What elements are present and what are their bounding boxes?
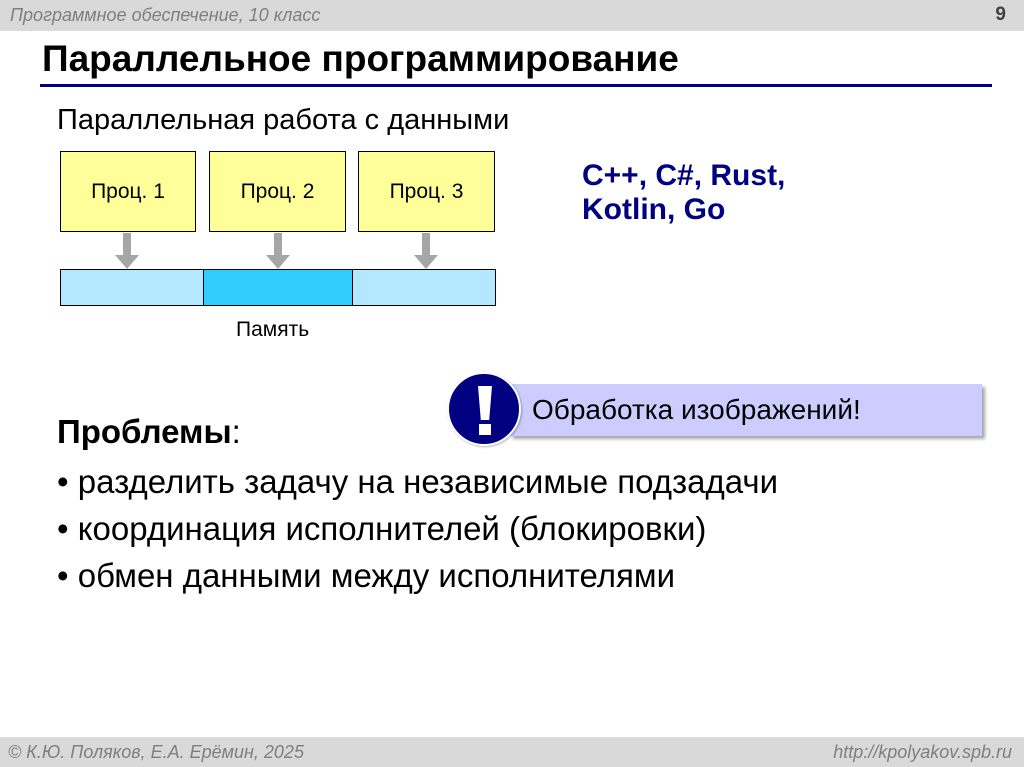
course-name: Программное обеспечение, 10 класс (10, 5, 321, 25)
page-number: 9 (995, 4, 1006, 25)
footer-url[interactable]: http://kpolyakov.spb.ru (833, 742, 1012, 762)
processor-label: Проц. 1 (91, 179, 165, 203)
footer-bar: © К.Ю. Поляков, Е.А. Ерёмин, 2025 http:/… (0, 737, 1024, 767)
bullet-icon: • (57, 557, 69, 594)
processor-box-1: Проц. 1 (60, 151, 196, 232)
list-item-text: координация исполнителей (блокировки) (77, 510, 707, 547)
memory-label: Память (236, 318, 310, 341)
memory-block-1 (60, 269, 205, 306)
processor-label: Проц. 2 (240, 179, 315, 203)
problems-heading: Проблемы: (57, 413, 241, 451)
bullet-icon: • (57, 510, 69, 547)
arrow-down-icon (115, 233, 139, 269)
processor-box-3: Проц. 3 (358, 151, 495, 232)
bullet-icon: • (57, 463, 69, 500)
list-item: • обмен данными между исполнителями (57, 552, 778, 599)
processor-label: Проц. 3 (389, 179, 464, 203)
title-underline (40, 84, 992, 87)
header-bar: Программное обеспечение, 10 класс 9 (0, 0, 1024, 31)
footer-authors: © К.Ю. Поляков, Е.А. Ерёмин, 2025 (8, 742, 304, 762)
languages-line-2: Kotlin, Go (582, 193, 726, 226)
arrow-down-icon (414, 233, 438, 269)
callout-box (510, 384, 982, 436)
exclamation-icon (447, 372, 521, 446)
list-item: • разделить задачу на независимые подзад… (57, 458, 778, 505)
problems-list: • разделить задачу на независимые подзад… (57, 458, 778, 599)
slide-title: Параллельное программирование (42, 38, 679, 79)
memory-block-2 (203, 269, 354, 306)
problems-heading-text: Проблемы (57, 413, 232, 450)
problems-heading-colon: : (231, 413, 241, 450)
memory-block-3 (352, 269, 496, 306)
processor-box-2: Проц. 2 (209, 151, 346, 232)
callout-text: Обработка изображений! (532, 394, 861, 425)
list-item-text: обмен данными между исполнителями (77, 557, 676, 594)
languages-line-1: C++, C#, Rust, (582, 159, 786, 192)
list-item-text: разделить задачу на независимые подзадач… (77, 463, 779, 500)
slide-subtitle: Параллельная работа с данными (57, 104, 510, 136)
arrow-down-icon (266, 233, 290, 269)
languages-list: C++, C#, Rust, Kotlin, Go (582, 159, 785, 227)
list-item: • координация исполнителей (блокировки) (57, 505, 778, 552)
